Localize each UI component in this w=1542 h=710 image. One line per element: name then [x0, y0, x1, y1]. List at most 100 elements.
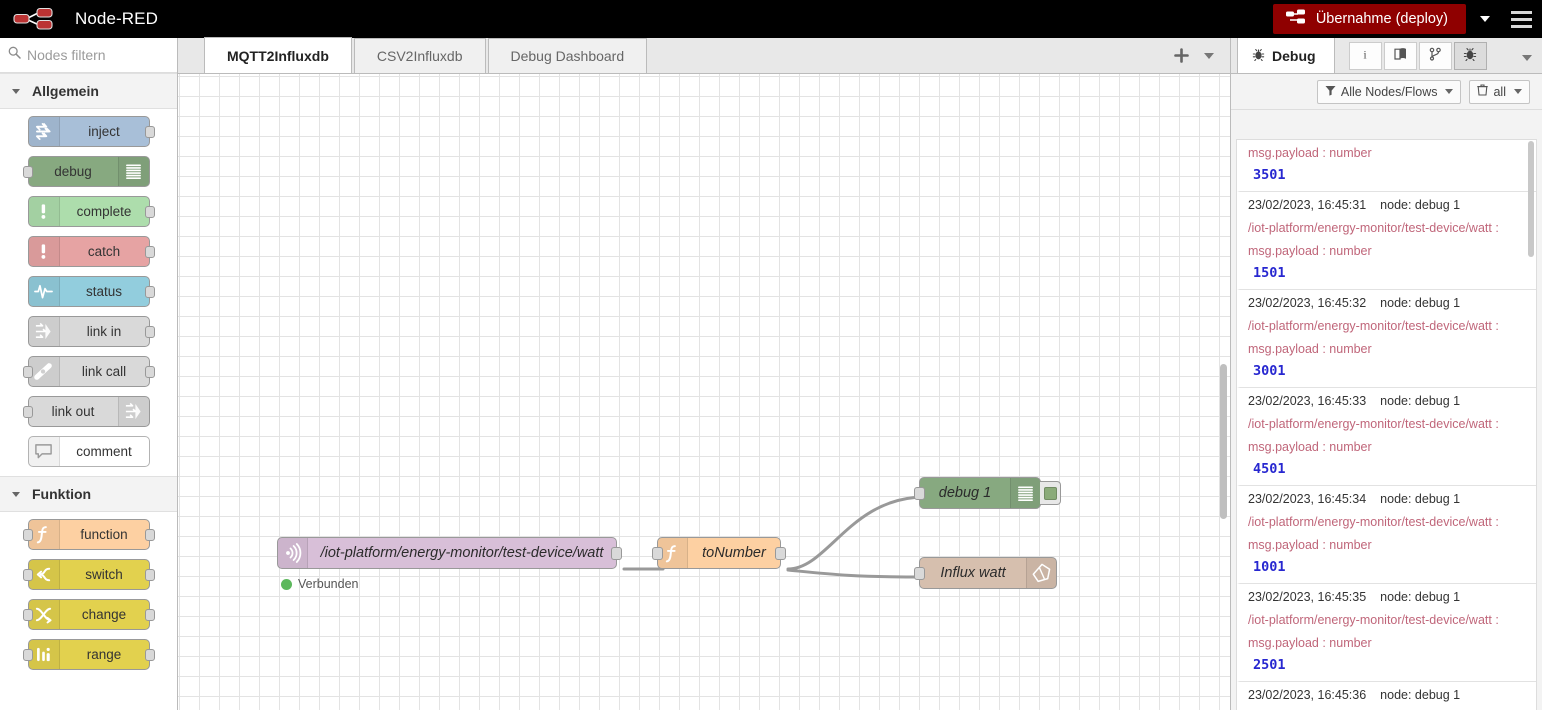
palette-node-comment[interactable]: comment: [27, 436, 150, 467]
header-actions: Übernahme (deploy): [1272, 0, 1542, 38]
debug-node-toggle-button[interactable]: [1040, 481, 1061, 505]
palette-node-status[interactable]: status: [27, 276, 155, 307]
node-output-port[interactable]: [144, 569, 155, 581]
debug-message-timestamp: 23/02/2023, 16:45:34: [1248, 492, 1367, 506]
flow-tab-debug-dashboard[interactable]: Debug Dashboard: [487, 38, 648, 73]
sidebar-tool-git-history[interactable]: [1418, 42, 1452, 70]
debug-clear-button[interactable]: all: [1469, 79, 1530, 104]
node-output-port[interactable]: [775, 546, 786, 560]
palette-node-link-out[interactable]: link out: [22, 396, 150, 427]
node-output-port[interactable]: [144, 286, 155, 298]
sidebar-tool-debug[interactable]: [1453, 42, 1487, 70]
debug-message-value: 1001: [1253, 559, 1286, 575]
flow-canvas[interactable]: /iot-platform/energy-monitor/test-device…: [178, 74, 1230, 710]
debug-message-property: msg.payload : number: [1248, 342, 1372, 356]
node-output-port[interactable]: [144, 366, 155, 378]
debug-scrollbar[interactable]: [1528, 141, 1534, 257]
node-output-port[interactable]: [144, 609, 155, 621]
sidebar-tool-help[interactable]: [1383, 42, 1417, 70]
deploy-node-icon: [1285, 8, 1307, 31]
search-input[interactable]: [27, 47, 169, 63]
palette-search-row[interactable]: [0, 38, 177, 73]
node-input-port[interactable]: [652, 546, 663, 560]
palette-category-allgemein[interactable]: Allgemein: [0, 73, 177, 109]
sidebar-tabbar: Debug i: [1231, 38, 1542, 74]
debug-message-source: node: debug 1: [1380, 394, 1461, 408]
palette-node-link-in[interactable]: link in: [27, 316, 155, 347]
node-input-port[interactable]: [914, 566, 925, 580]
node-output-port[interactable]: [144, 649, 155, 661]
palette-node-catch[interactable]: catch: [27, 236, 155, 267]
palette-node-list: function switch change range: [0, 512, 177, 670]
flow-tab-mqtt2influxdb[interactable]: MQTT2Influxdb: [204, 37, 352, 73]
node-input-port[interactable]: [22, 609, 33, 621]
node-output-port[interactable]: [144, 206, 155, 218]
influxdb-icon: [1026, 558, 1056, 588]
deploy-button[interactable]: Übernahme (deploy): [1272, 4, 1466, 34]
function-f-icon: [658, 538, 688, 568]
debug-message-timestamp: 23/02/2023, 16:45:35: [1248, 590, 1367, 604]
debug-message-property: msg.payload : number: [1248, 244, 1372, 258]
node-input-port[interactable]: [22, 166, 33, 178]
node-input-port[interactable]: [22, 406, 33, 418]
flow-menu-chevron-down-icon[interactable]: [1204, 52, 1214, 59]
flow-tab-label: Debug Dashboard: [510, 48, 625, 64]
tab-debug[interactable]: Debug: [1237, 38, 1335, 73]
palette-node-range[interactable]: range: [22, 639, 155, 670]
node-output-port[interactable]: [611, 546, 622, 560]
add-flow-button[interactable]: [1166, 41, 1196, 71]
palette-node-function[interactable]: function: [22, 519, 155, 550]
tabbar-actions: [1166, 38, 1230, 73]
palette-node-change[interactable]: change: [22, 599, 155, 630]
node-input-port[interactable]: [22, 529, 33, 541]
node-input-port[interactable]: [22, 569, 33, 581]
canvas-scrollbar[interactable]: [1220, 364, 1227, 519]
change-swap-icon: [28, 600, 60, 629]
exclamation-icon: [28, 197, 60, 226]
node-output-port[interactable]: [144, 126, 155, 138]
palette-node-label: inject: [88, 124, 120, 139]
node-input-port[interactable]: [22, 649, 33, 661]
pulse-wave-icon: [28, 277, 60, 306]
flow-tab-csv2influxdb[interactable]: CSV2Influxdb: [353, 38, 486, 73]
node-input-port[interactable]: [914, 486, 925, 500]
sidebar-chevron-down-icon[interactable]: [1522, 55, 1532, 61]
flow-node-debug-1[interactable]: debug 1: [914, 477, 1061, 509]
palette-node-debug[interactable]: debug: [22, 156, 150, 187]
debug-message-value: 2501: [1253, 657, 1286, 673]
palette-node-inject[interactable]: inject: [27, 116, 155, 147]
inject-arrow-icon: [28, 117, 60, 146]
palette-node-link-call[interactable]: link call: [22, 356, 155, 387]
flow-node-to-number[interactable]: toNumber: [652, 537, 786, 569]
palette-node-complete[interactable]: complete: [27, 196, 155, 227]
hamburger-menu-icon[interactable]: [1500, 0, 1542, 38]
palette-node-switch[interactable]: switch: [22, 559, 155, 590]
palette-category-funktion[interactable]: Funktion: [0, 476, 177, 512]
flow-node-label: toNumber: [702, 545, 766, 561]
debug-filter-button[interactable]: Alle Nodes/Flows: [1316, 79, 1462, 104]
node-output-port[interactable]: [144, 246, 155, 258]
sidebar-tool-information[interactable]: i: [1348, 42, 1382, 70]
palette-node-list: inject debug complete catch status link in lin…: [0, 109, 177, 467]
flow-node-influx-watt[interactable]: Influx watt: [914, 557, 1057, 589]
node-input-port[interactable]: [22, 366, 33, 378]
debug-message-timestamp: 23/02/2023, 16:45:31: [1248, 198, 1367, 212]
node-output-port[interactable]: [144, 529, 155, 541]
flow-node-mqtt-in[interactable]: /iot-platform/energy-monitor/test-device…: [277, 537, 622, 569]
node-output-port[interactable]: [144, 326, 155, 338]
brand-logo[interactable]: Node-RED: [0, 4, 158, 34]
link-out-icon: [117, 397, 149, 426]
debug-message-property: msg.payload : number: [1248, 146, 1372, 160]
deploy-dropdown-caret[interactable]: [1480, 16, 1490, 22]
